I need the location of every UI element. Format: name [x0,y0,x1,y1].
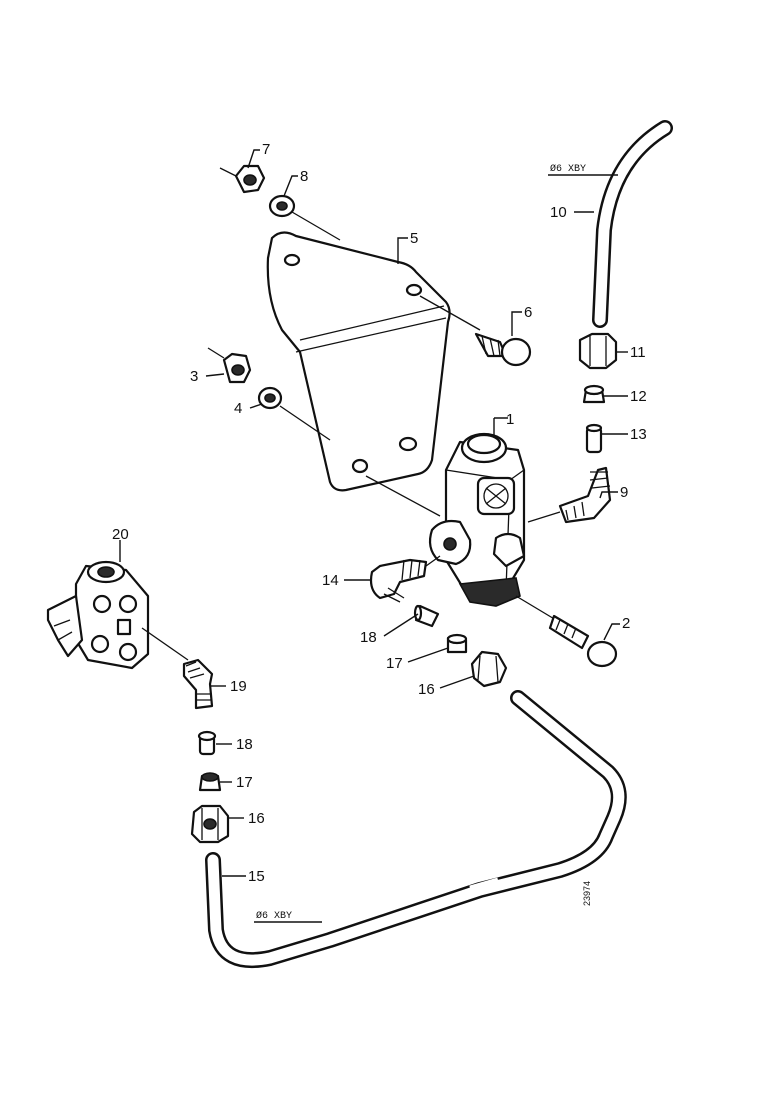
callout-20: 20 [112,526,129,543]
elbow-9 [527,466,612,524]
nut-3 [207,347,252,384]
callout-16-left: 16 [248,810,265,827]
callout-14: 14 [322,572,339,589]
callout-17-center: 17 [386,655,403,672]
elbow-19 [182,658,214,710]
nut-16-left [190,804,230,844]
callout-15: 15 [248,868,265,885]
valve-20 [46,560,189,670]
callout-19: 19 [230,678,247,695]
washer-8 [268,194,341,241]
ferrule-17-left [198,772,222,792]
callout-11: 11 [630,344,646,361]
drawing-reference: 23974 [582,881,592,906]
tube-spec-lower-text: Ø6 XBY [256,910,292,922]
callout-labels: 1 2 3 4 5 6 7 8 9 10 11 12 13 14 15 16 1… [112,141,647,885]
callout-18-left: 18 [236,736,253,753]
elbow-14 [369,555,441,603]
ferrule-12 [582,384,606,404]
callout-18-center: 18 [360,629,377,646]
nut-7 [219,164,266,194]
valve-body [365,432,526,607]
callout-6: 6 [524,304,532,321]
sleeve-18-center [413,604,440,628]
callout-13: 13 [630,426,647,443]
bolt-6 [419,295,532,367]
tube-spec-lower: Ø6 XBY [254,910,322,923]
washer-4 [257,386,331,441]
mounting-bracket [266,231,451,492]
sleeve-18-left [197,730,217,756]
lower-tube [205,690,627,969]
callout-12: 12 [630,388,647,405]
bolt-2 [515,595,618,668]
callout-1: 1 [506,411,514,428]
sleeve-13 [585,423,603,454]
callout-8: 8 [300,168,308,185]
tube-spec-upper: Ø6 XBY [548,163,618,176]
callout-5: 5 [410,230,418,247]
upper-tube [592,120,673,328]
callout-16-center: 16 [418,681,435,698]
callout-7: 7 [262,141,270,158]
nut-11 [578,332,618,370]
callout-4: 4 [234,400,242,417]
callout-9: 9 [620,484,628,501]
nut-16-center [470,650,508,688]
callout-3: 3 [190,368,198,385]
callout-2: 2 [622,615,630,632]
callout-17-left: 17 [236,774,253,791]
callout-leaders [119,149,628,877]
ferrule-17-center [446,633,468,654]
callout-10: 10 [550,204,567,221]
tube-spec-upper-text: Ø6 XBY [550,163,586,175]
